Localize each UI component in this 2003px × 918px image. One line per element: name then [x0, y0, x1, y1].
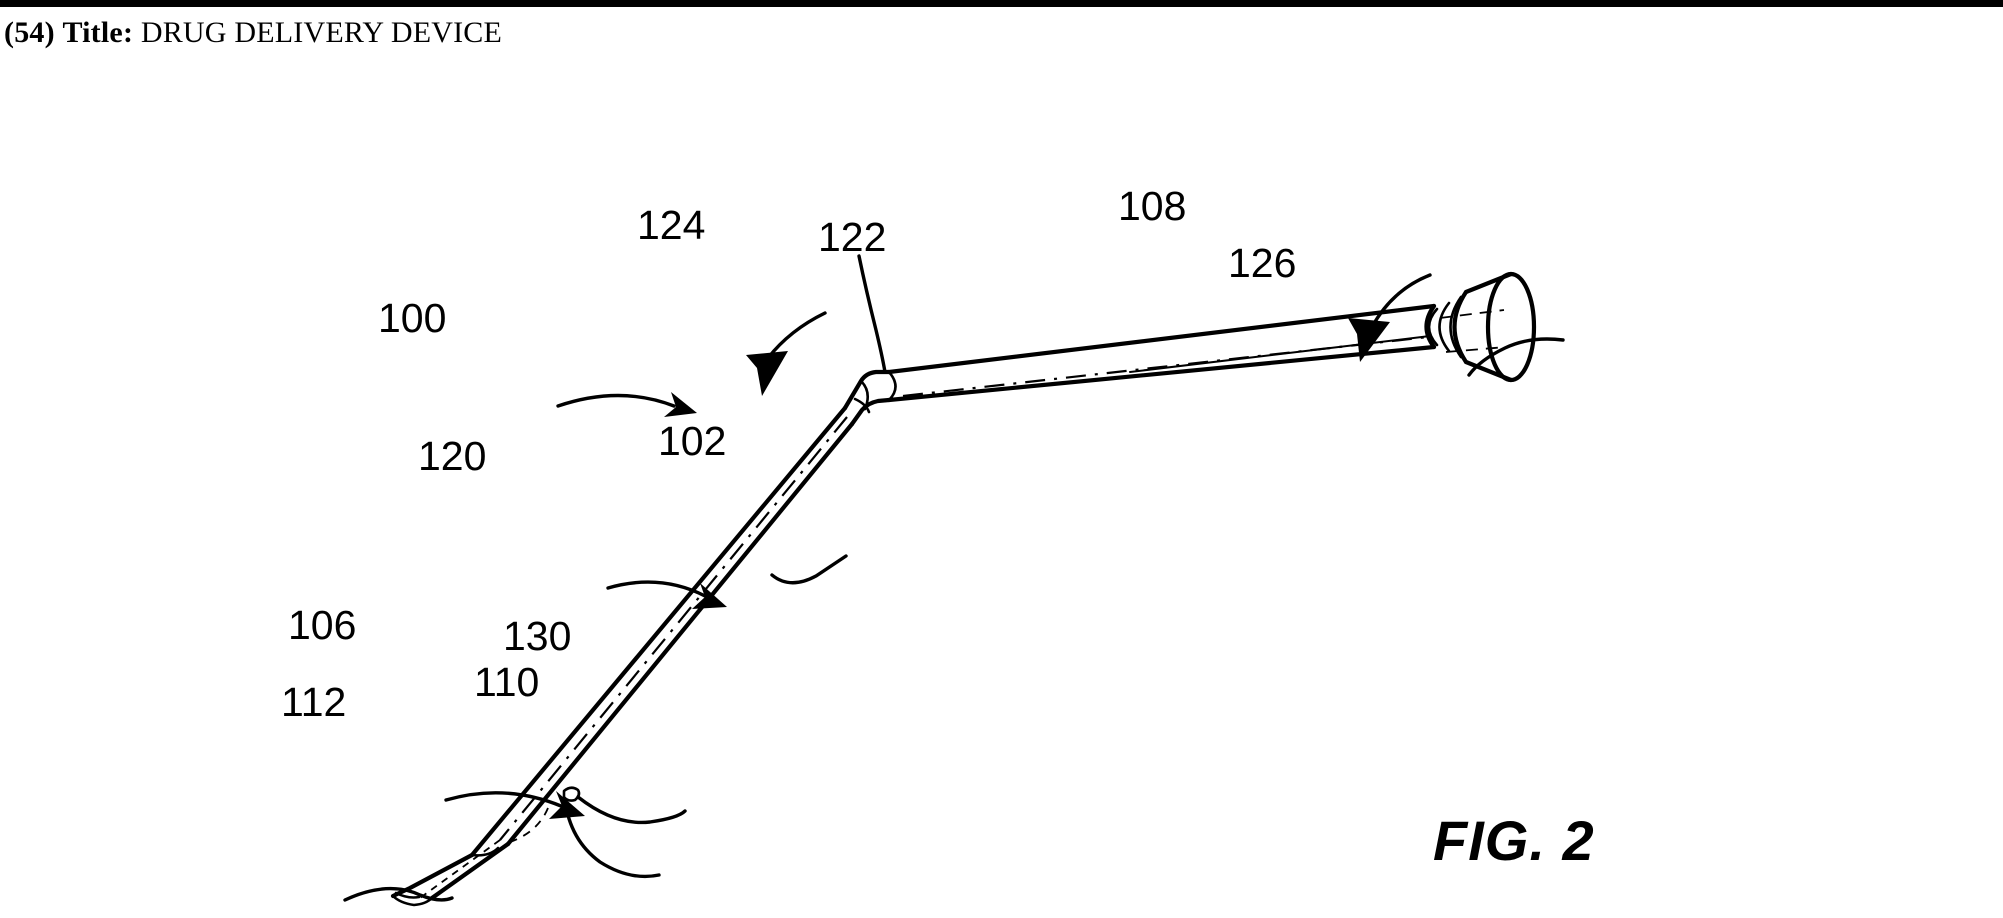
ref-numeral-124: 124 — [637, 202, 705, 248]
tip-shoulder-arc — [470, 846, 500, 857]
leader-122-line — [766, 311, 827, 360]
cap-outer-top-silhouette — [1463, 271, 1514, 295]
ref-numeral-108: 108 — [1118, 183, 1186, 229]
leader-122-arrowhead — [746, 351, 788, 396]
leader-124-line — [857, 254, 887, 374]
device-assembly — [390, 271, 1537, 907]
leader-100 — [556, 392, 697, 417]
distal-shaft-left-edge — [469, 405, 848, 858]
ref-numeral-102: 102 — [658, 418, 726, 464]
bevel-face-inner-line — [394, 891, 421, 899]
ref-numeral-112: 112 — [281, 679, 346, 725]
cap-hidden-line-top — [1439, 309, 1505, 319]
leader-124 — [857, 254, 887, 374]
ref-numeral-126: 126 — [1228, 240, 1296, 286]
distal-shaft-hidden-lumen — [499, 416, 848, 841]
hub-end-cap-126 — [1424, 271, 1537, 383]
bevel-face-110 — [391, 894, 434, 907]
leader-100-line — [556, 393, 676, 408]
leader-126 — [1467, 337, 1565, 377]
title-field-label: Title — [62, 16, 123, 49]
cap-outer-bottom-silhouette — [1463, 359, 1514, 383]
leader-108-arrowhead — [1348, 318, 1390, 362]
leader-108-line — [1370, 273, 1432, 329]
leader-130-line — [576, 795, 687, 825]
bend-small-arc — [853, 397, 871, 414]
leader-110-line — [563, 798, 661, 879]
cap-outer-left-face-arc — [1452, 289, 1469, 365]
page-top-rule — [0, 0, 2003, 7]
bend-endface-ellipse — [887, 370, 897, 402]
port-to-tip-hidden-arc — [509, 807, 549, 843]
proximal-shaft-bottom-edge — [886, 344, 1437, 403]
cap-ring-4 — [1427, 307, 1439, 347]
leader-122 — [746, 311, 827, 396]
ref-numeral-122: 122 — [818, 214, 886, 260]
leader-120-arrowhead — [692, 583, 727, 609]
patent-title-line: (54) Title: DRUG DELIVERY DEVICE — [4, 16, 502, 50]
leader-110 — [563, 798, 661, 879]
proximal-shaft-top-edge — [886, 303, 1437, 375]
title-field-code: (54) — [4, 16, 55, 49]
leader-102 — [770, 554, 848, 585]
cap-outer-right-face — [1485, 271, 1537, 383]
leader-102-line — [770, 554, 848, 585]
bend-junction-124 — [842, 369, 897, 427]
ref-numeral-110: 110 — [474, 659, 539, 705]
title-field-value: DRUG DELIVERY DEVICE — [140, 16, 503, 49]
ref-numeral-100: 100 — [378, 295, 446, 341]
proximal-shaft-segment-122 — [886, 303, 1437, 403]
leader-120 — [606, 580, 727, 609]
leader-108 — [1348, 273, 1432, 362]
tip-hidden-centerline — [419, 839, 501, 899]
distal-shaft-segment-120 — [469, 405, 855, 858]
leader-120-line — [606, 580, 707, 598]
cap-bore-opening — [1424, 303, 1437, 350]
ref-numeral-130: 130 — [503, 613, 571, 659]
leader-100-arrowhead — [664, 392, 697, 417]
ref-numeral-120: 120 — [418, 433, 486, 479]
distal-tip-assembly-106 — [390, 786, 581, 907]
leader-112-line — [343, 886, 454, 902]
figure-caption: FIG. 2 — [1433, 809, 1595, 872]
leader-112 — [343, 886, 454, 902]
side-port-130 — [562, 786, 581, 802]
distal-shaft-right-edge — [505, 421, 855, 847]
ref-numeral-106: 106 — [288, 602, 356, 648]
tip-right-taper — [429, 841, 511, 901]
proximal-shaft-inner-surface-line — [1129, 335, 1431, 373]
cap-hidden-line-bottom — [1445, 346, 1507, 353]
bend-bottom-contour — [849, 397, 892, 427]
side-port-aperture-outline — [562, 786, 581, 802]
cap-ring-3 — [1438, 301, 1451, 353]
leader-126-line — [1467, 337, 1565, 377]
title-field-separator: : — [122, 16, 134, 49]
leader-106-line — [444, 791, 563, 808]
leader-130 — [576, 795, 687, 825]
